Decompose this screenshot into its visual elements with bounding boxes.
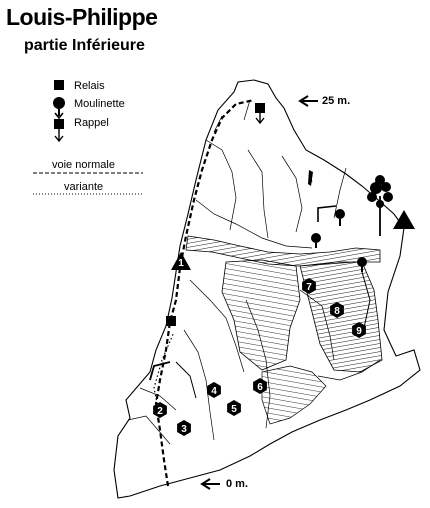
voie-normale-label: voie normale [52, 159, 115, 171]
legend-relais-icon [54, 80, 64, 90]
slab-zone-lower [261, 365, 327, 425]
arrow-top-icon [298, 95, 318, 107]
route-marker-6: 6 [253, 378, 267, 394]
route-line-7 [317, 205, 337, 222]
route-number-label: 9 [356, 326, 362, 337]
moulinette-left-icon [311, 233, 321, 248]
height-bottom-label: 0 m. [226, 478, 249, 490]
route-number-label: 1 [178, 258, 184, 269]
route-marker-8: 8 [330, 302, 344, 318]
rock-outline [113, 79, 421, 499]
route-line-2 [149, 361, 171, 381]
route-number-label: 6 [257, 382, 263, 393]
route-marker-5: 5 [227, 400, 241, 416]
ledge-band [185, 235, 381, 267]
topo-subtitle: partie Inférieure [24, 37, 145, 54]
route-number-label: 4 [211, 386, 217, 397]
slab-zone-left [221, 259, 301, 371]
route-line-4 [175, 361, 197, 399]
route-marker-3: 3 [177, 420, 191, 436]
topo-title: Louis-Philippe [6, 4, 158, 30]
legend-rappel-icon [54, 119, 64, 143]
warning-triangle-right-icon [393, 210, 415, 229]
route-marker-1: 1 [178, 258, 184, 269]
legend-moulinette-label: Moulinette [74, 98, 125, 110]
crack-mark [308, 170, 313, 186]
height-top-label: 25 m. [322, 95, 351, 107]
route-marker-7: 7 [302, 278, 316, 294]
legend-relais-label: Relais [74, 80, 105, 92]
route-line-9 [361, 271, 371, 329]
variante-label: variante [64, 181, 104, 193]
moulinette-center-icon [335, 209, 345, 226]
legend-rappel-label: Rappel [74, 117, 109, 129]
arrow-bottom-icon [200, 478, 220, 490]
variante-route [153, 331, 175, 409]
route-number-label: 5 [231, 404, 237, 415]
route-marker-2: 2 [153, 402, 167, 418]
legend-moulinette-icon [53, 97, 65, 120]
route-number-label: 8 [334, 306, 340, 317]
tree-icon [367, 175, 393, 236]
route-number-label: 7 [306, 282, 312, 293]
relais-middle-icon [166, 316, 176, 326]
moulinette-right-icon [357, 257, 367, 272]
warning-triangle-left-icon [171, 252, 191, 270]
route-markers: 1 2 3 4 5 6 7 8 9 [153, 258, 366, 436]
route-number-label: 3 [181, 424, 187, 435]
slab-zone-right [299, 261, 383, 373]
route-number-label: 2 [157, 406, 163, 417]
relais-top-icon [255, 103, 265, 125]
route-marker-4: 4 [207, 382, 221, 398]
route-marker-9: 9 [352, 322, 366, 338]
